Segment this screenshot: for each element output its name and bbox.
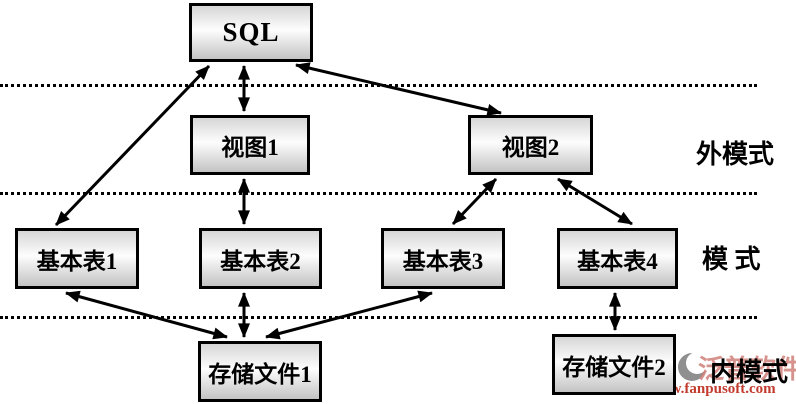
node-storage-file1: 存储文件1 bbox=[198, 341, 322, 402]
arrow-view2-table3 bbox=[451, 177, 498, 226]
node-storage-file2: 存储文件2 bbox=[552, 334, 676, 395]
watermark-url-text: www.fanpusoft.com bbox=[649, 381, 776, 397]
arrow-view2-table4 bbox=[557, 177, 633, 226]
fanpu-crescent-logo-icon bbox=[678, 352, 708, 381]
node-base-table1: 基本表1 bbox=[15, 228, 139, 289]
label-conceptual-schema: 模 式 bbox=[702, 245, 761, 274]
node-view2: 视图2 bbox=[468, 115, 593, 175]
node-view1: 视图1 bbox=[190, 115, 310, 175]
node-sql: SQL bbox=[189, 3, 313, 62]
watermark-brand-text: 泛普软件 bbox=[698, 355, 796, 384]
arrow-table3-file1 bbox=[265, 290, 433, 340]
label-external-schema: 外模式 bbox=[696, 140, 775, 169]
dotted-separator-conceptual bbox=[0, 192, 757, 195]
arrow-sql-view2 bbox=[295, 62, 502, 116]
arrow-table1-file1 bbox=[65, 290, 228, 340]
node-base-table3: 基本表3 bbox=[381, 228, 505, 289]
label-internal-schema: 内模式 bbox=[710, 358, 789, 387]
node-base-table2: 基本表2 bbox=[199, 228, 322, 289]
arrow-sql-table1 bbox=[54, 64, 211, 227]
node-base-table4: 基本表4 bbox=[557, 228, 678, 289]
